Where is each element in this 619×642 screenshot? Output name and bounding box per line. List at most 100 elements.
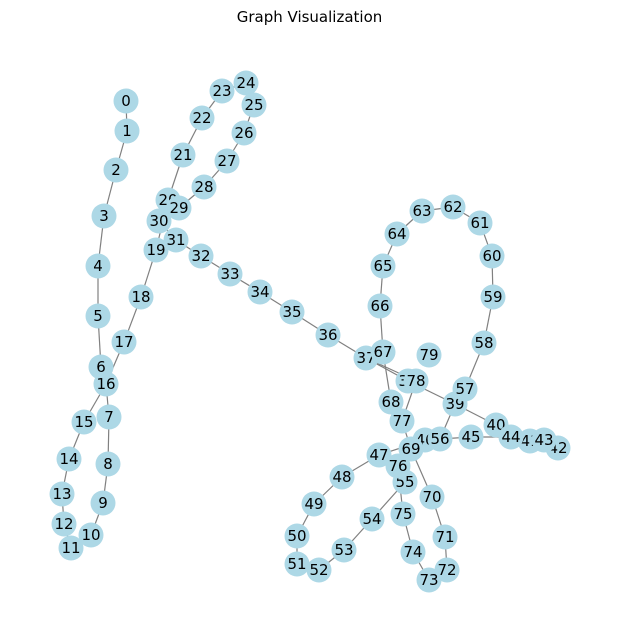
node-label: 69: [401, 440, 420, 458]
node-76: 76: [385, 453, 411, 479]
node-15: 15: [71, 409, 97, 435]
node-9: 9: [90, 490, 116, 516]
node-33: 33: [217, 261, 243, 287]
node-circle: [90, 490, 116, 516]
node-12: 12: [51, 511, 77, 537]
node-13: 13: [49, 481, 75, 507]
node-48: 48: [329, 464, 355, 490]
node-circle: [416, 342, 442, 368]
node-27: 27: [214, 148, 240, 174]
node-10: 10: [78, 522, 104, 548]
node-22: 22: [189, 105, 215, 131]
node-19: 19: [143, 237, 169, 263]
node-label: 43: [534, 431, 553, 449]
node-label: 47: [369, 446, 388, 464]
node-label: 62: [443, 198, 462, 216]
node-4: 4: [85, 253, 111, 279]
node-circle: [498, 424, 524, 450]
node-54: 54: [359, 506, 385, 532]
node-62: 62: [440, 194, 466, 220]
node-circle: [103, 157, 129, 183]
node-78: 78: [403, 368, 429, 394]
node-23: 23: [209, 78, 235, 104]
node-label: 63: [412, 202, 431, 220]
node-circle: [163, 227, 189, 253]
node-circle: [214, 148, 240, 174]
node-label: 12: [54, 515, 73, 533]
node-21: 21: [170, 142, 196, 168]
node-51: 51: [284, 551, 310, 577]
node-77: 77: [389, 408, 415, 434]
node-14: 14: [56, 446, 82, 472]
node-circle: [95, 451, 121, 477]
node-label: 72: [437, 561, 456, 579]
node-3: 3: [91, 203, 117, 229]
node-label: 68: [381, 393, 400, 411]
node-8: 8: [95, 451, 121, 477]
node-circle: [367, 293, 393, 319]
node-66: 66: [367, 293, 393, 319]
node-79: 79: [416, 342, 442, 368]
node-label: 60: [482, 247, 501, 265]
node-circle: [389, 408, 415, 434]
node-circle: [403, 368, 429, 394]
node-circle: [329, 464, 355, 490]
node-circle: [49, 481, 75, 507]
node-circle: [85, 253, 111, 279]
node-7: 7: [96, 404, 122, 430]
node-circle: [241, 92, 267, 118]
node-label: 0: [121, 92, 131, 110]
node-circle: [306, 557, 332, 583]
node-label: 35: [282, 303, 301, 321]
node-73: 73: [416, 567, 442, 593]
node-circle: [385, 453, 411, 479]
node-44: 44: [498, 424, 524, 450]
node-63: 63: [409, 198, 435, 224]
node-35: 35: [279, 299, 305, 325]
node-circle: [91, 203, 117, 229]
node-label: 24: [236, 74, 255, 92]
node-circle: [114, 118, 140, 144]
node-45: 45: [458, 424, 484, 450]
node-circle: [58, 535, 84, 561]
node-label: 75: [393, 505, 412, 523]
node-label: 4: [93, 257, 103, 275]
node-label: 29: [169, 199, 188, 217]
node-circle: [279, 299, 305, 325]
node-label: 53: [334, 541, 353, 559]
node-label: 36: [318, 326, 337, 344]
node-24: 24: [233, 70, 259, 96]
node-label: 14: [59, 450, 78, 468]
node-label: 64: [387, 225, 406, 243]
node-circle: [440, 194, 466, 220]
node-11: 11: [58, 535, 84, 561]
node-67: 67: [370, 339, 396, 365]
node-circle: [378, 389, 404, 415]
node-circle: [315, 322, 341, 348]
node-28: 28: [191, 174, 217, 200]
node-32: 32: [188, 243, 214, 269]
node-17: 17: [111, 329, 137, 355]
node-59: 59: [480, 284, 506, 310]
node-label: 8: [103, 455, 113, 473]
node-circle: [111, 329, 137, 355]
node-68: 68: [378, 389, 404, 415]
node-circle: [71, 409, 97, 435]
node-circle: [188, 243, 214, 269]
node-circle: [113, 88, 139, 114]
node-label: 44: [501, 428, 520, 446]
node-label: 6: [96, 358, 106, 376]
node-label: 56: [430, 430, 449, 448]
node-label: 30: [149, 212, 168, 230]
node-label: 50: [287, 527, 306, 545]
node-circle: [51, 511, 77, 537]
node-circle: [233, 70, 259, 96]
node-label: 79: [419, 346, 438, 364]
node-circle: [143, 237, 169, 263]
node-label: 1: [122, 122, 132, 140]
node-circle: [384, 221, 410, 247]
node-circle: [479, 243, 505, 269]
node-circle: [416, 567, 442, 593]
node-circle: [531, 427, 557, 453]
